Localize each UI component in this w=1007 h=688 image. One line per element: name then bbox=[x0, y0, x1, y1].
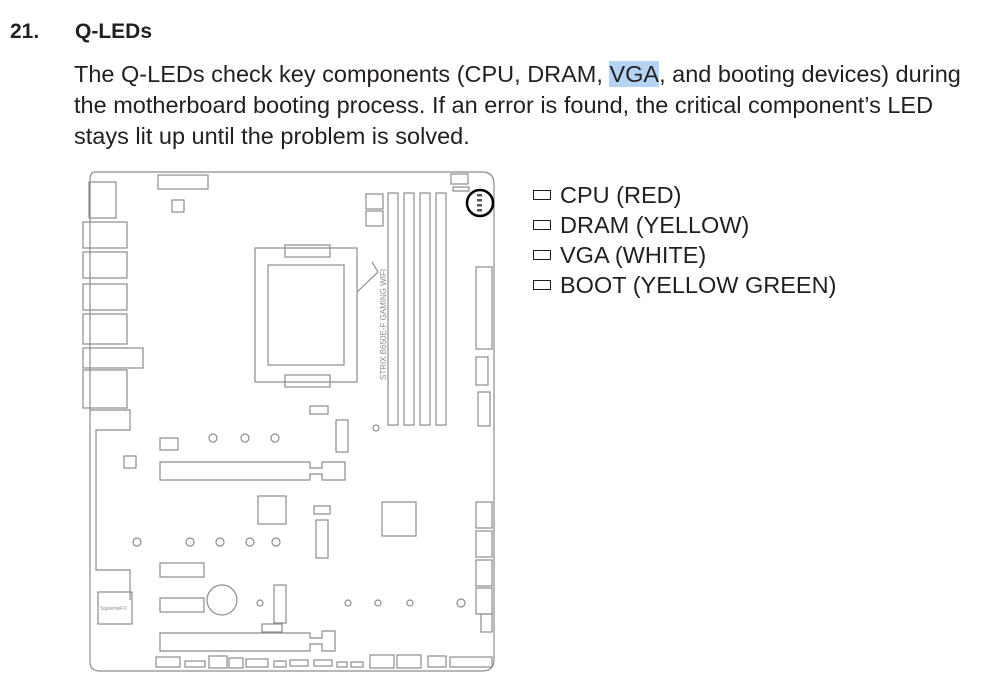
legend-label: CPU (RED) bbox=[560, 182, 682, 208]
led-icon bbox=[533, 280, 551, 290]
led-icon bbox=[533, 250, 551, 260]
q-led-callout-circle bbox=[465, 188, 495, 218]
section-paragraph: The Q-LEDs check key components (CPU, DR… bbox=[74, 59, 994, 152]
legend-item-boot: BOOT (YELLOW GREEN) bbox=[533, 270, 836, 300]
led-icon bbox=[533, 190, 551, 200]
legend-item-vga: VGA (WHITE) bbox=[533, 240, 836, 270]
legend-label: VGA (WHITE) bbox=[560, 242, 707, 268]
paragraph-text: , and booting devices) during the mother… bbox=[74, 61, 961, 149]
legend-label: DRAM (YELLOW) bbox=[560, 212, 750, 238]
audio-chip-text: SupremeFX bbox=[100, 606, 127, 612]
paragraph-text: The Q-LEDs check key components (CPU, DR… bbox=[74, 61, 610, 87]
q-led-legend: CPU (RED) DRAM (YELLOW) VGA (WHITE) BOOT… bbox=[533, 180, 836, 300]
section-number: 21. bbox=[10, 20, 40, 43]
section-title: Q-LEDs bbox=[75, 20, 153, 43]
legend-item-dram: DRAM (YELLOW) bbox=[533, 210, 836, 240]
legend-item-cpu: CPU (RED) bbox=[533, 180, 836, 210]
highlighted-text[interactable]: VGA bbox=[609, 61, 660, 87]
legend-label: BOOT (YELLOW GREEN) bbox=[560, 272, 837, 298]
led-icon bbox=[533, 220, 551, 230]
board-model-text: STRIX B650E-F GAMING WIFI bbox=[379, 269, 388, 380]
